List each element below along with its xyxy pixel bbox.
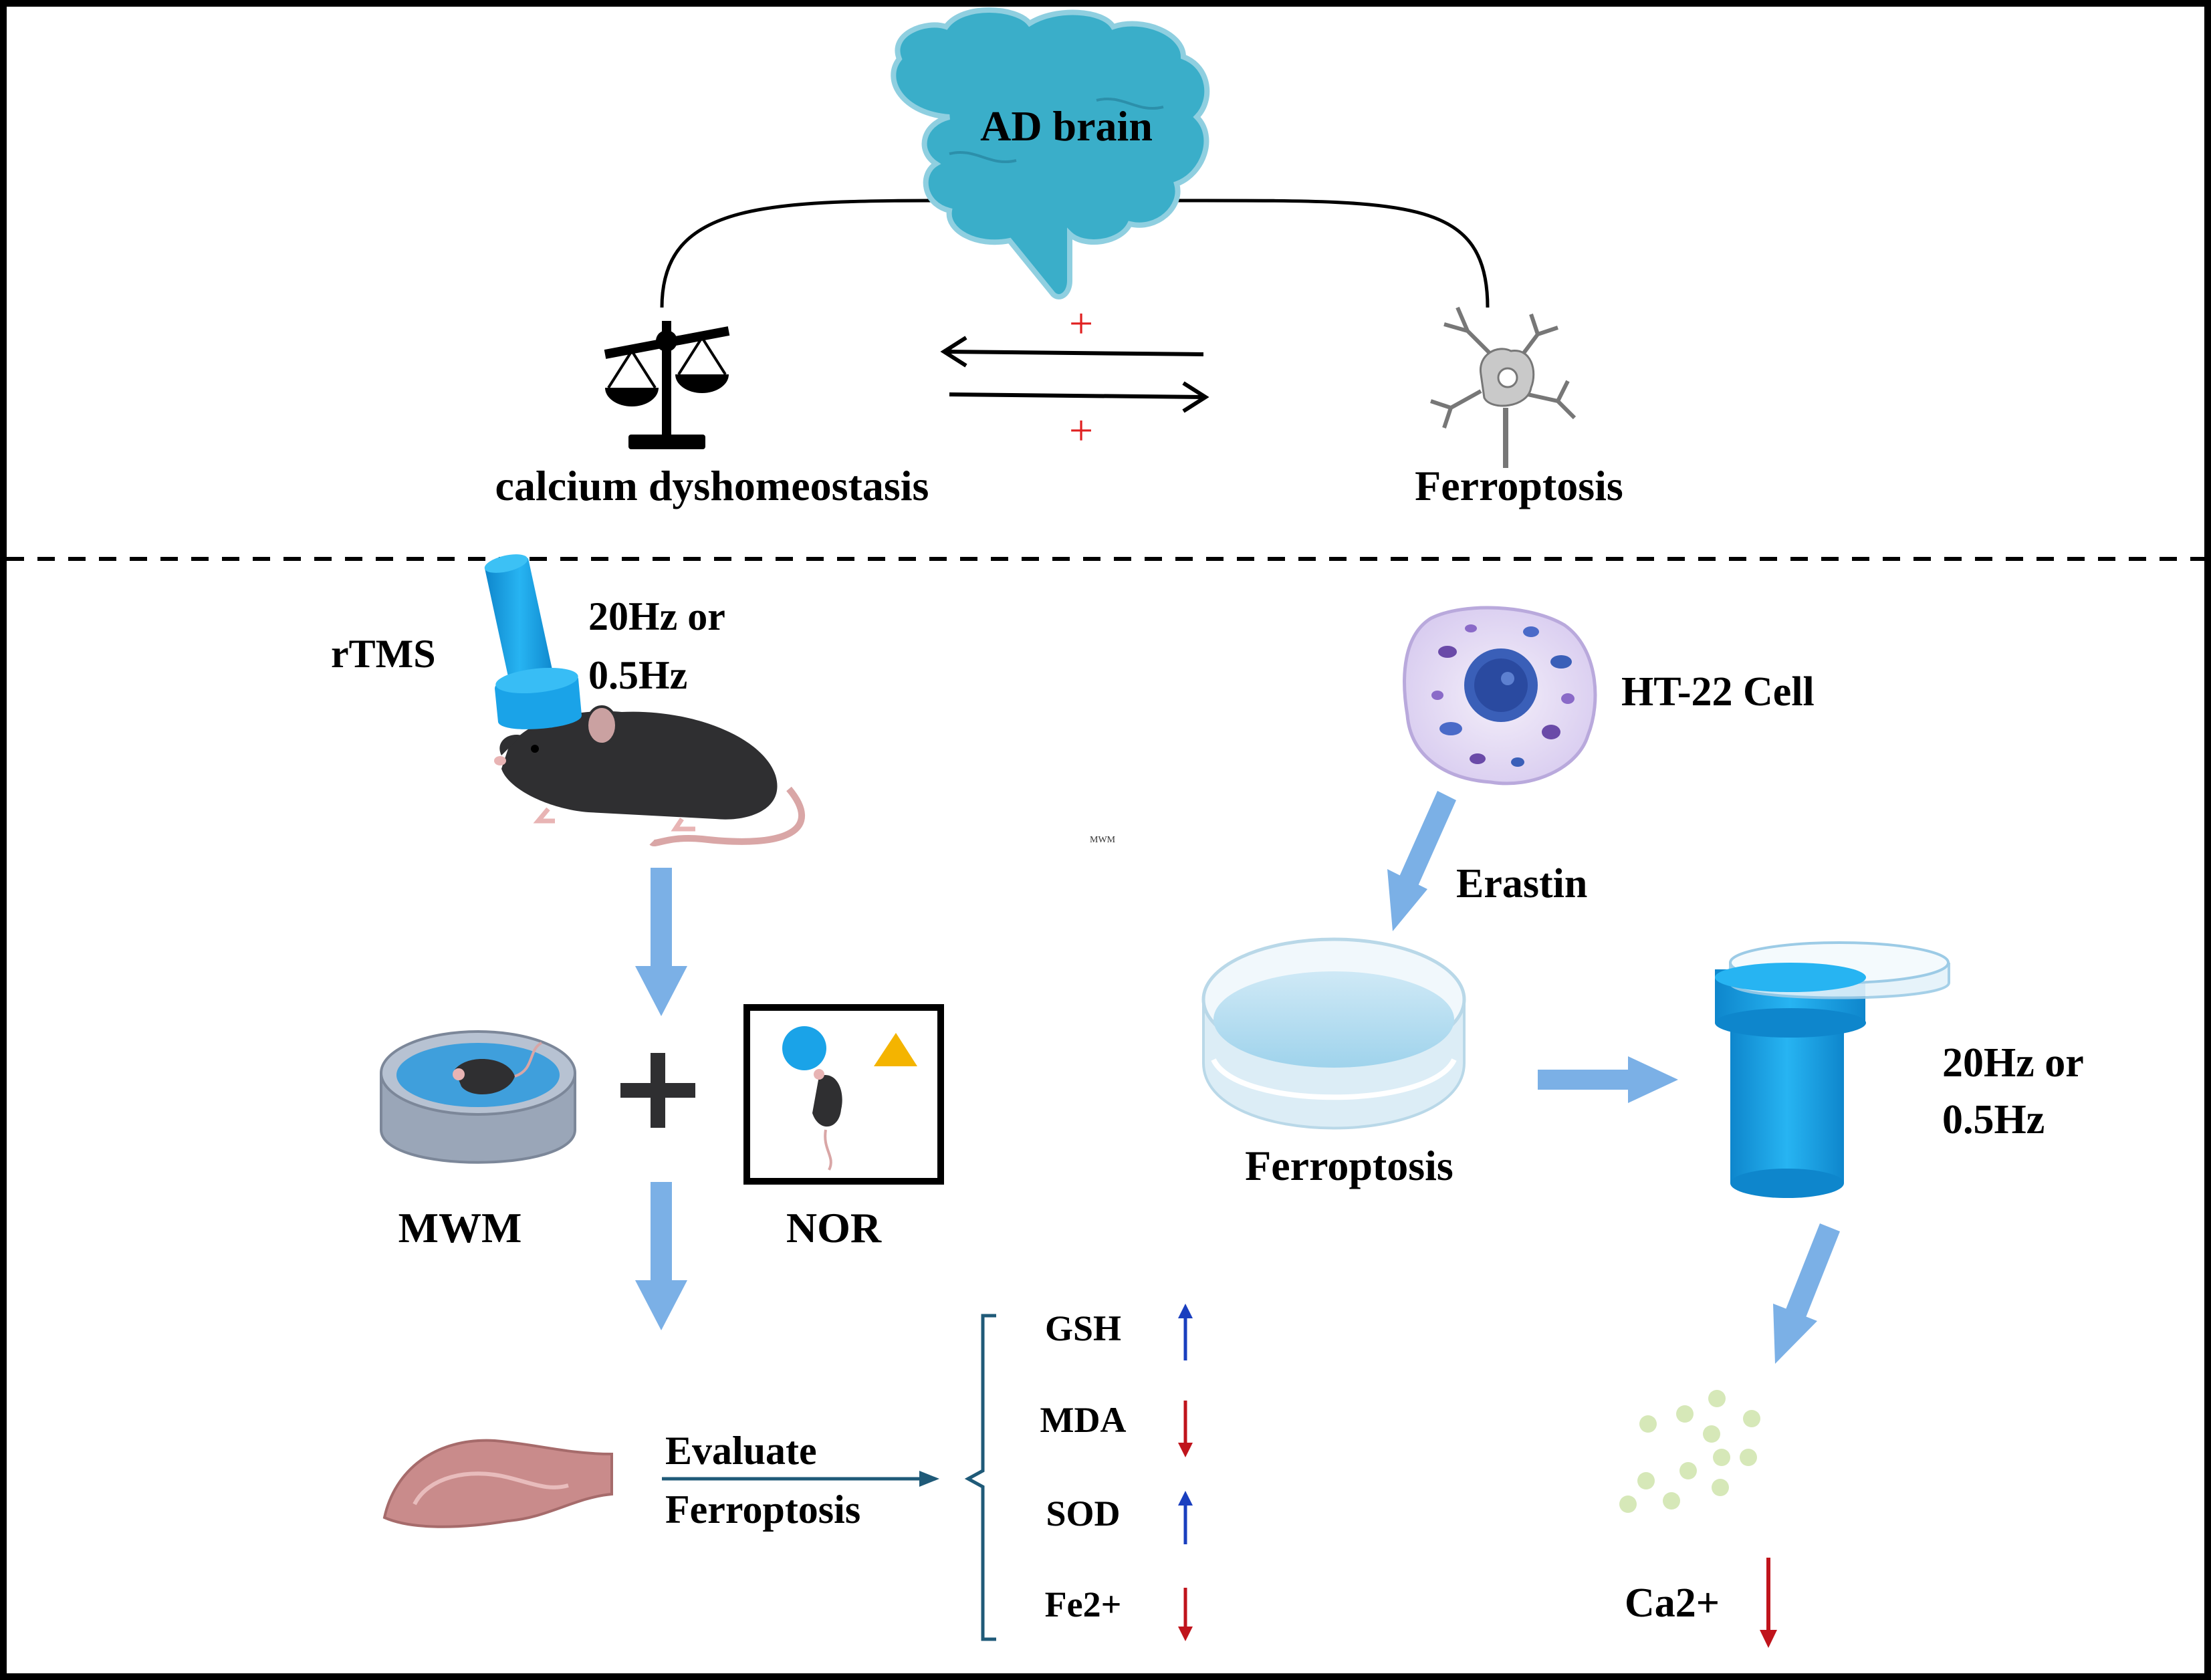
evaluate-label-line2: Ferroptosis bbox=[665, 1487, 860, 1532]
up-arrow-icon bbox=[1178, 1304, 1193, 1360]
neuron-icon bbox=[1430, 306, 1577, 468]
marker-bracket bbox=[964, 1314, 996, 1641]
nor-label: NOR bbox=[786, 1204, 882, 1251]
flow-arrow-right bbox=[1538, 1056, 1678, 1103]
evaluate-label-line1: Evaluate bbox=[665, 1429, 817, 1473]
evaluate-arrow-head bbox=[919, 1471, 939, 1487]
rtms-coil-icon bbox=[484, 554, 582, 729]
petri-dish-illustration bbox=[1201, 937, 1466, 1130]
rtms-frequency-line2: 0.5Hz bbox=[588, 653, 687, 697]
ferroptosis-top-label: Ferroptosis bbox=[1415, 462, 1623, 509]
calcium-dyshomeostasis-label: calcium dyshomeostasis bbox=[495, 462, 929, 509]
arrow-to-ferroptosis bbox=[949, 392, 1204, 399]
arrow-to-ferroptosis-head bbox=[1182, 381, 1209, 413]
flow-arrow-erastin bbox=[1387, 791, 1456, 931]
marker-label: Fe2+ bbox=[1045, 1584, 1122, 1625]
nor-arena-illustration bbox=[743, 1004, 944, 1185]
culture-frequency-line2: 0.5Hz bbox=[1942, 1097, 2045, 1143]
down-arrow-icon bbox=[1178, 1401, 1193, 1457]
mwm-label: MWM bbox=[398, 1204, 522, 1251]
plus-sign-top: + bbox=[1069, 299, 1093, 347]
calcium-dots bbox=[1619, 1390, 1760, 1513]
plus-sign-bottom: + bbox=[1069, 406, 1093, 454]
tiny-mwm-label: MWM bbox=[1090, 835, 1116, 845]
mouse-illustration bbox=[494, 705, 805, 846]
erastin-label: Erastin bbox=[1456, 861, 1587, 907]
down-arrow-icon bbox=[1760, 1558, 1777, 1648]
down-arrow-icon bbox=[1178, 1588, 1193, 1641]
ht22-cell-illustration bbox=[1403, 606, 1597, 786]
balance-scale-icon bbox=[604, 321, 730, 449]
marker-label: GSH bbox=[1045, 1308, 1121, 1348]
flow-arrow-down-2 bbox=[635, 1182, 687, 1330]
culture-coil-illustration bbox=[1715, 941, 1950, 1198]
flow-arrow-calcium bbox=[1773, 1223, 1840, 1364]
rtms-frequency-line1: 20Hz or bbox=[588, 594, 725, 638]
rtms-label: rTMS bbox=[331, 632, 436, 676]
ht22-cell-label: HT-22 Cell bbox=[1621, 669, 1815, 715]
calcium-label: Ca2+ bbox=[1625, 1580, 1720, 1626]
brain-label: AD brain bbox=[980, 102, 1153, 150]
dish-ferroptosis-label: Ferroptosis bbox=[1245, 1142, 1453, 1189]
water-maze-illustration bbox=[380, 1030, 576, 1164]
up-arrow-icon bbox=[1178, 1491, 1193, 1544]
marker-label: SOD bbox=[1046, 1493, 1120, 1534]
plus-icon bbox=[620, 1053, 695, 1128]
arrow-to-calcium-head bbox=[940, 336, 967, 368]
culture-frequency-line1: 20Hz or bbox=[1942, 1040, 2084, 1086]
arrow-to-calcium bbox=[946, 352, 1204, 356]
brain-illustration bbox=[891, 7, 1210, 299]
hippocampus-illustration bbox=[382, 1439, 613, 1528]
flow-arrow-down-1 bbox=[635, 868, 687, 1016]
marker-label: MDA bbox=[1040, 1400, 1127, 1440]
